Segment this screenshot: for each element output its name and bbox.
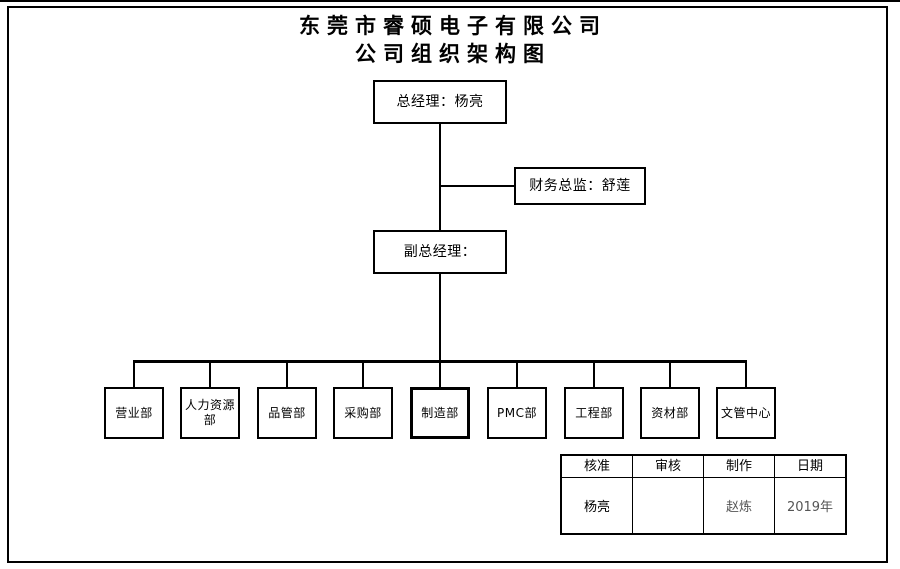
node-department-quality[interactable]: 品管部: [257, 387, 317, 439]
signoff-value-row: 杨亮 赵炼 2019年: [560, 477, 847, 535]
node-department-materials[interactable]: 资材部: [640, 387, 700, 439]
signoff-table: 核准 审核 制作 日期 杨亮 赵炼 2019年: [560, 454, 847, 535]
node-department-hr[interactable]: 人力资源部: [180, 387, 240, 439]
title-line-subject: 公司组织架构图: [355, 41, 551, 66]
signoff-header-approve: 核准: [560, 454, 633, 478]
connector-drop-hr: [209, 360, 211, 387]
node-general-manager[interactable]: 总经理：杨亮: [373, 80, 507, 124]
page-frame: 东莞市睿硕电子有限公司 公司组织架构图 总经理：杨亮 财务总监：舒莲 副总经理：…: [7, 6, 888, 563]
node-department-doc-center[interactable]: 文管中心: [716, 387, 776, 439]
connector-drop-sales: [133, 360, 135, 387]
signoff-header-row: 核准 审核 制作 日期: [560, 454, 847, 478]
node-department-engineering[interactable]: 工程部: [564, 387, 624, 439]
title-line-company: 东莞市睿硕电子有限公司: [299, 13, 607, 38]
signoff-header-date: 日期: [774, 454, 847, 478]
node-department-sales[interactable]: 营业部: [104, 387, 164, 439]
connector-drop-manufacturing: [439, 360, 441, 387]
connector-drop-pmc: [516, 360, 518, 387]
signoff-value-date[interactable]: 2019年: [774, 477, 847, 535]
connector-drop-materials: [669, 360, 671, 387]
connector-drop-quality: [286, 360, 288, 387]
signoff-header-review: 审核: [632, 454, 704, 478]
node-department-purchasing[interactable]: 采购部: [333, 387, 393, 439]
signoff-header-prepare: 制作: [703, 454, 775, 478]
signoff-value-review[interactable]: [632, 477, 704, 535]
connector-drop-doc-center: [745, 360, 747, 387]
node-finance-director[interactable]: 财务总监：舒莲: [514, 167, 646, 205]
page-title: 东莞市睿硕电子有限公司 公司组织架构图: [9, 12, 890, 68]
connector-gm-to-cfo: [439, 185, 516, 187]
connector-drop-engineering: [593, 360, 595, 387]
connector-drop-purchasing: [362, 360, 364, 387]
top-rule: [0, 0, 900, 2]
node-department-manufacturing[interactable]: 制造部: [410, 387, 470, 439]
signoff-value-prepare[interactable]: 赵炼: [703, 477, 775, 535]
connector-vgm-to-bus: [439, 274, 441, 362]
connector-gm-to-vgm: [439, 124, 441, 232]
node-department-pmc[interactable]: PMC部: [487, 387, 547, 439]
signoff-value-approve[interactable]: 杨亮: [560, 477, 633, 535]
node-vice-general-manager[interactable]: 副总经理：: [373, 230, 507, 274]
